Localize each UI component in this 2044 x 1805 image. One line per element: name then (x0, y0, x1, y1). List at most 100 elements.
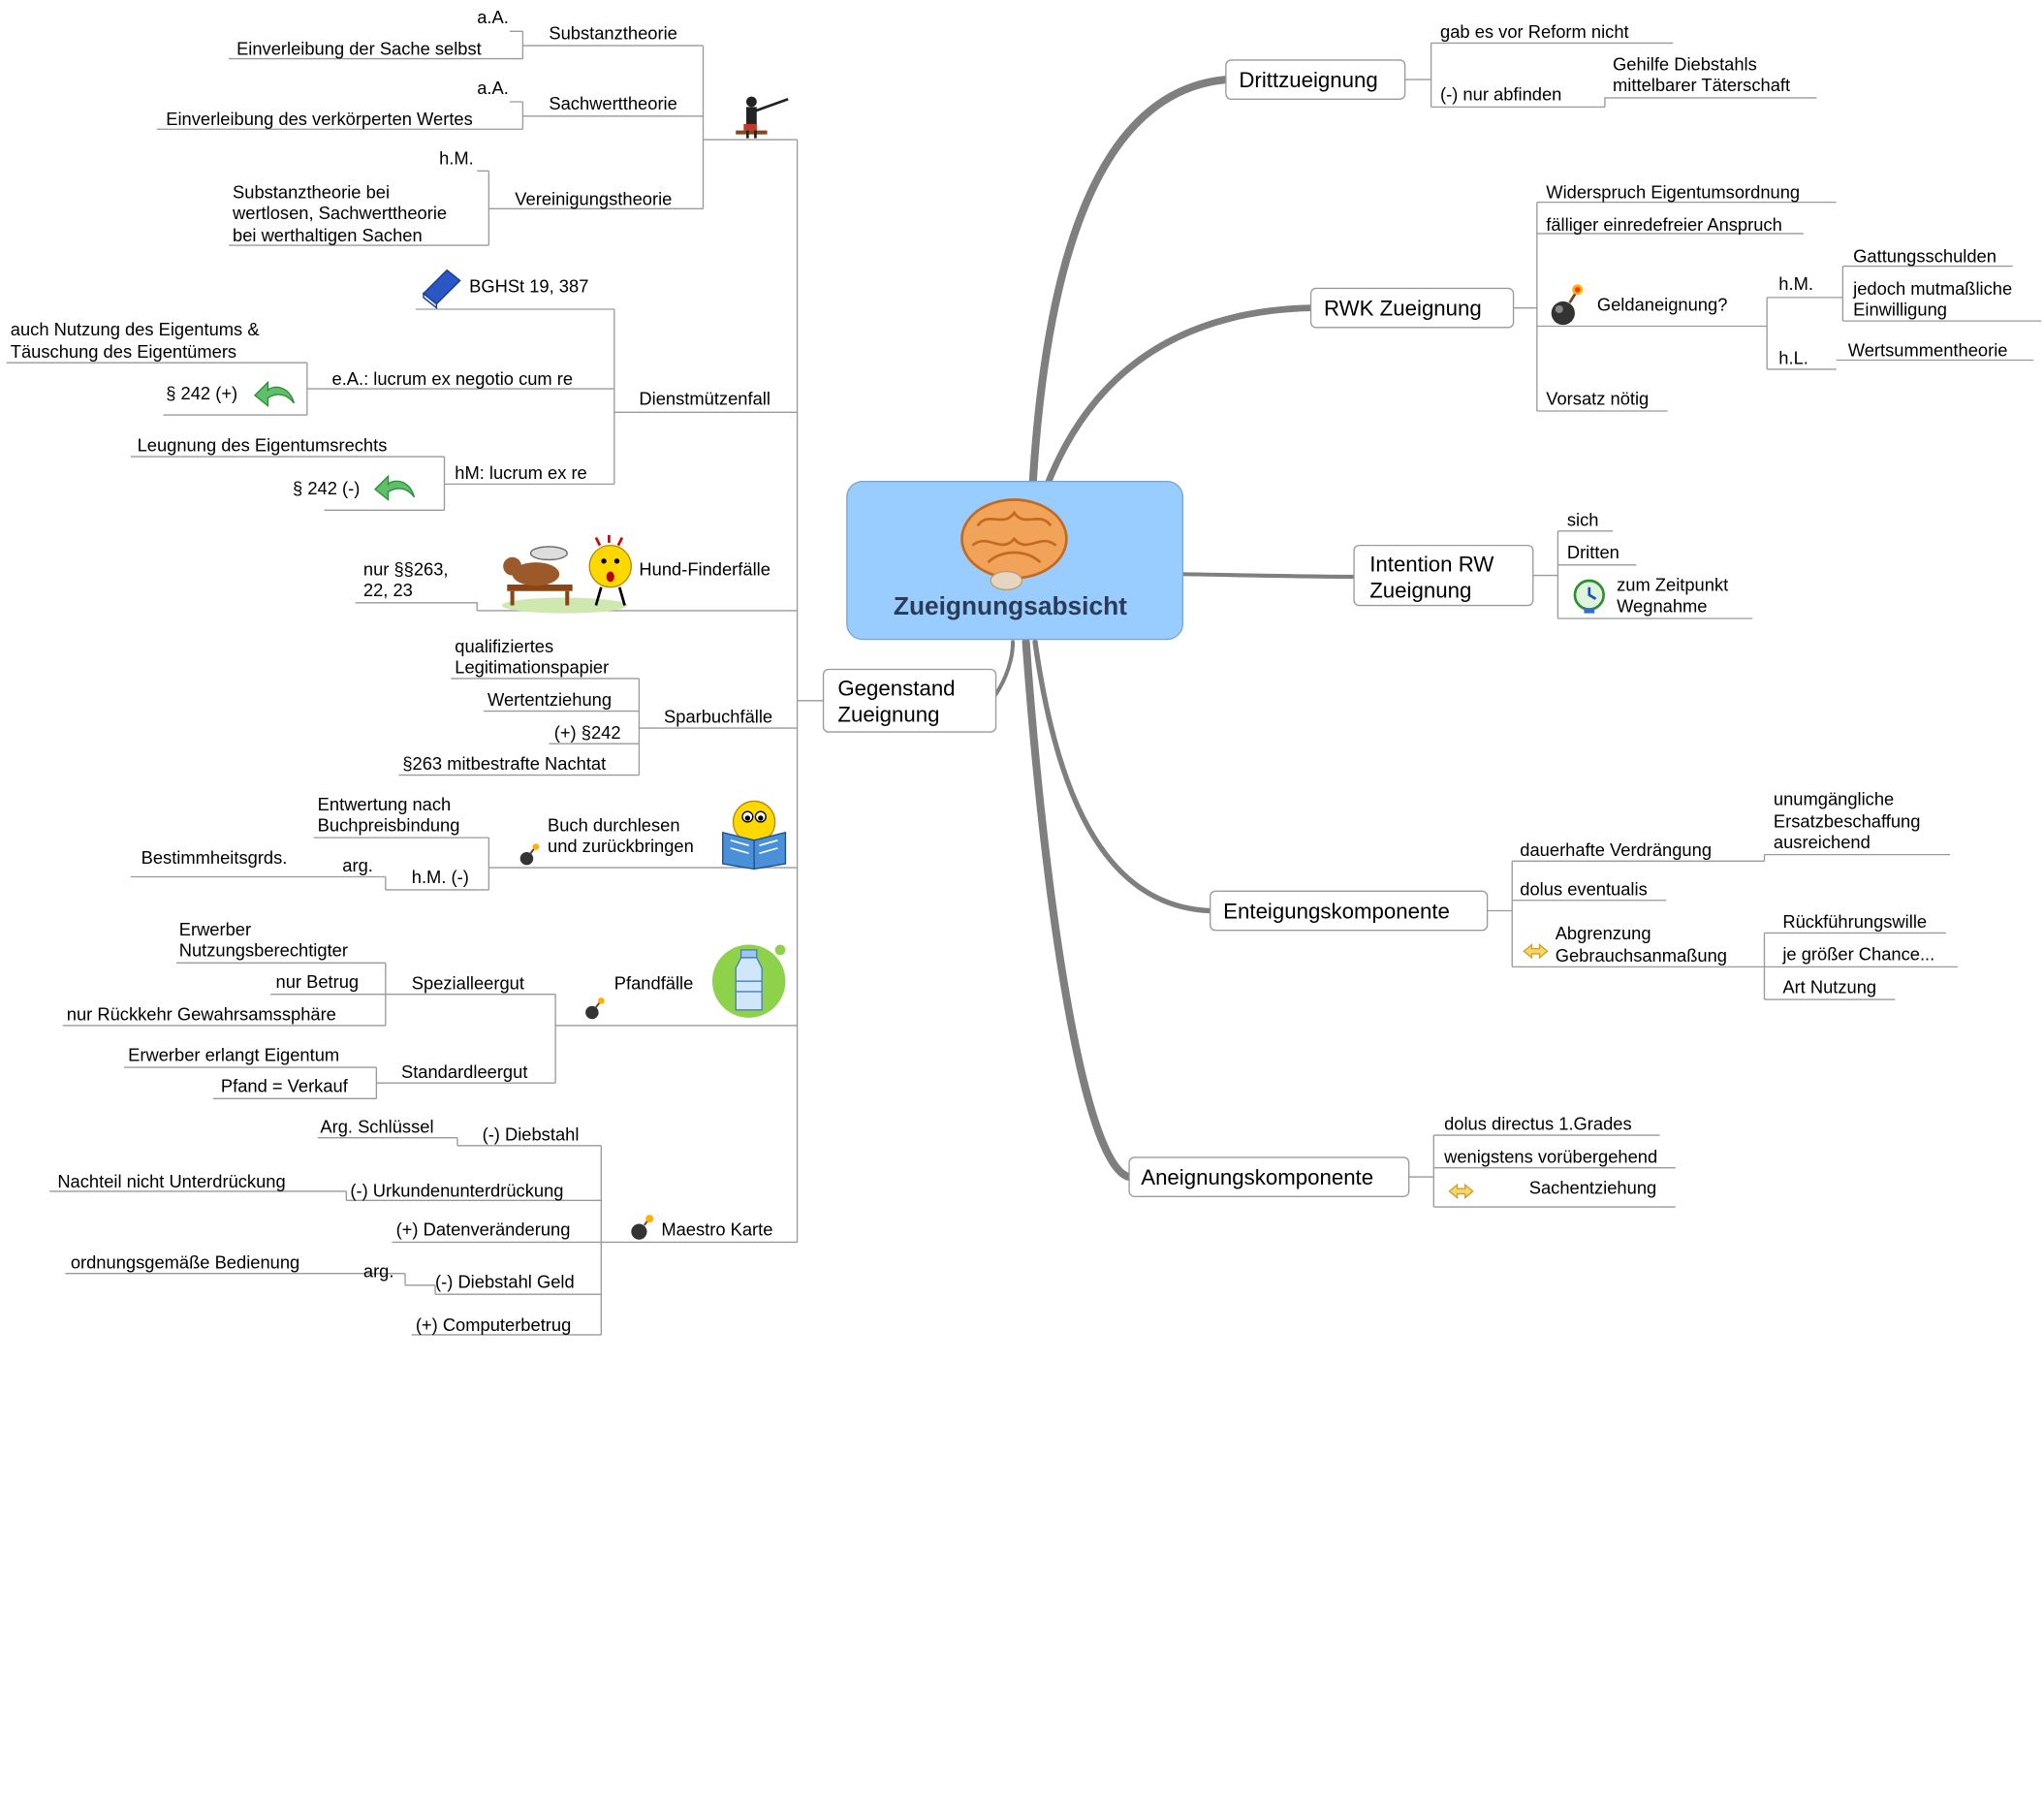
pfand-standard-item-1[interactable]: Pfand = Verkauf (221, 1076, 349, 1096)
dienst-ea-label[interactable]: e.A.: lucrum ex negotio cum re (332, 368, 574, 389)
rwk-hm-item-1-line-0[interactable]: jedoch mutmaßliche (1852, 278, 2012, 299)
pfand-spezial-item-0-line-1[interactable]: Nutzungsberechtigter (179, 940, 348, 961)
rwk-hm: h.M. (1778, 273, 1813, 294)
theorie-vereinigung-label[interactable]: Vereinigungstheorie (515, 188, 672, 208)
buch-hm[interactable]: h.M. (-) (412, 867, 469, 887)
maestro-item-2[interactable]: (+) Datenveränderung (396, 1219, 571, 1240)
maestro-item-3[interactable]: (-) Diebstahl Geld (435, 1272, 575, 1292)
theorie-sachwert-label[interactable]: Sachwerttheorie (549, 93, 676, 113)
pfand-spezial-item-2[interactable]: nur Rückkehr Gewahrsamssphäre (67, 1004, 336, 1025)
spar-label[interactable]: Sparbuchfälle (664, 707, 772, 727)
spar-item-3[interactable]: §263 mitbestrafte Nachtat (402, 753, 606, 774)
rwk-label: RWK Zueignung (1324, 297, 1482, 321)
dritt-item-0[interactable]: gab es vor Reform nicht (1440, 21, 1629, 42)
rwk-item-3[interactable]: Vorsatz nötig (1546, 388, 1649, 408)
buch-arg: arg. (342, 855, 373, 875)
main-branches (993, 76, 1357, 1182)
rwk-item-2[interactable]: Geldaneignung? (1597, 294, 1728, 314)
theorie-vereinigung-note: h.M. (439, 148, 474, 169)
hund-label[interactable]: Hund-Finderfälle (639, 559, 770, 580)
rwk-hm-item-1-line-1[interactable]: Einwilligung (1853, 300, 1947, 320)
intention-item-1[interactable]: Dritten (1567, 542, 1619, 562)
node-enteignungskomponente[interactable]: Enteigungskomponente (1210, 890, 1489, 932)
aneignung-connectors (1408, 1134, 1676, 1208)
theorie-vereinigung-leaf-line-2[interactable]: bei werthaltigen Sachen (233, 225, 423, 245)
enteig-item-2-line-0[interactable]: Abgrenzung (1556, 923, 1651, 943)
dienst-ea-note-line-1[interactable]: Täuschung des Eigentümers (11, 341, 236, 362)
rwk-hl-item[interactable]: Wertsummentheorie (1848, 339, 2008, 360)
pfand-connectors (62, 962, 798, 1100)
dienst-book-label[interactable]: BGHSt 19, 387 (469, 276, 588, 297)
pfand-spezial-label[interactable]: Spezialleergut (412, 972, 524, 993)
enteig-item-0[interactable]: dauerhafte Verdrängung (1520, 839, 1712, 860)
pfand-spezial-item-1[interactable]: nur Betrug (276, 971, 360, 992)
maestro-item-3-note: arg. (363, 1261, 394, 1282)
aneig-item-0[interactable]: dolus directus 1.Grades (1444, 1114, 1632, 1134)
dienst-hm-note[interactable]: Leugnung des Eigentumsrechts (138, 435, 388, 456)
intention-item-2-line-1[interactable]: Wegnahme (1617, 595, 1707, 616)
theorie-substanz-label[interactable]: Substanztheorie (549, 22, 676, 43)
hund-leaf-line-1[interactable]: 22, 23 (363, 580, 413, 600)
maestro-item-0-note[interactable]: Arg. Schlüssel (320, 1116, 433, 1136)
enteig-item-2-line-1[interactable]: Gebrauchsanmaßung (1556, 945, 1727, 966)
node-gegenstand-zueignung[interactable]: Gegenstand Zueignung (822, 668, 997, 733)
maestro-item-1-note[interactable]: Nachteil nicht Unterdrückung (57, 1171, 285, 1191)
spar-connectors (398, 678, 798, 776)
pfand-label[interactable]: Pfandfälle (614, 972, 694, 993)
theorie-vereinigung-leaf-line-1[interactable]: wertlosen, Sachwerttheorie (232, 203, 447, 223)
spar-item-0-line-0[interactable]: qualifiziertes (455, 636, 553, 656)
buch-arg-leaf[interactable]: Bestimmheitsgrds. (142, 847, 288, 868)
rwk-item-1[interactable]: fälliger einredefreier Anspruch (1546, 214, 1782, 235)
enteig-item-1[interactable]: dolus eventualis (1520, 878, 1647, 899)
bottle-icon (711, 944, 786, 1018)
aneig-item-1[interactable]: wenigstens vorübergehend (1443, 1146, 1657, 1166)
buch-leaf1-line-1[interactable]: Buchpreisbindung (318, 814, 460, 835)
dienst-ea-note-line-0[interactable]: auch Nutzung des Eigentums & (11, 319, 260, 339)
enteig-verd-leaf-line-1[interactable]: Ersatzbeschaffung (1774, 810, 1920, 831)
intention-label-line-1: Zueignung (1369, 578, 1471, 602)
node-drittzueignung[interactable]: Drittzueignung (1225, 59, 1406, 100)
enteig-abgr-item-0[interactable]: Rückführungswille (1782, 911, 1927, 932)
root-node[interactable]: Zueignungsabsicht (846, 481, 1184, 641)
buch-label-line-0[interactable]: Buch durchlesen (548, 814, 680, 835)
pfand-standard-item-0[interactable]: Erwerber erlangt Eigentum (128, 1044, 339, 1064)
maestro-item-0[interactable]: (-) Diebstahl (483, 1124, 580, 1144)
intention-item-0[interactable]: sich (1567, 509, 1599, 529)
theorie-substanz-leaf[interactable]: Einverleibung der Sache selbst (236, 39, 482, 59)
dritt-leaf-line-1[interactable]: mittelbarer Täterschaft (1613, 75, 1790, 95)
theorie-sachwert-leaf[interactable]: Einverleibung des verkörperten Wertes (166, 109, 473, 129)
rwk-item-0[interactable]: Widerspruch Eigentumsordnung (1546, 182, 1800, 203)
pfand-spezial-item-0-line-0[interactable]: Erwerber (179, 919, 251, 939)
dienst-connectors (6, 308, 798, 511)
hund-leaf-line-0[interactable]: nur §§263, (363, 559, 449, 580)
node-intention-rw[interactable]: Intention RW Zueignung (1353, 544, 1534, 607)
dienst-hm-result[interactable]: § 242 (-) (293, 478, 360, 498)
maestro-item-3-leaf[interactable]: ordnungsgemäße Bedienung (71, 1251, 299, 1272)
buch-label-line-1[interactable]: und zurückbringen (548, 836, 694, 856)
maestro-item-1[interactable]: (-) Urkundenunterdrückung (350, 1180, 563, 1200)
double-arrow-icon (1448, 1183, 1474, 1200)
spar-item-0-line-1[interactable]: Legitimationspapier (455, 657, 609, 678)
enteig-abgr-item-1[interactable]: je größer Chance... (1781, 944, 1934, 965)
buch-leaf1-line-0[interactable]: Entwertung nach (318, 794, 452, 814)
spar-item-1[interactable]: Wertentziehung (487, 689, 612, 710)
intention-item-2-line-0[interactable]: zum Zeitpunkt (1617, 575, 1728, 595)
dritt-item-1[interactable]: (-) nur abfinden (1440, 84, 1561, 105)
maestro-label[interactable]: Maestro Karte (661, 1219, 772, 1240)
rwk-hm-item-0[interactable]: Gattungsschulden (1853, 246, 1997, 267)
enteig-verd-leaf-line-2[interactable]: ausreichend (1774, 832, 1871, 852)
dienst-ea-result[interactable]: § 242 (+) (166, 383, 237, 403)
intention-label-line-0: Intention RW (1369, 553, 1494, 577)
enteig-abgr-item-2[interactable]: Art Nutzung (1782, 976, 1876, 997)
maestro-item-4[interactable]: (+) Computerbetrug (416, 1314, 571, 1335)
dienst-hm-label[interactable]: hM: lucrum ex re (455, 462, 587, 483)
pfand-standard-label[interactable]: Standardleergut (401, 1061, 527, 1082)
node-aneignungskomponente[interactable]: Aneignungskomponente (1128, 1156, 1410, 1197)
node-rwk-zueignung[interactable]: RWK Zueignung (1309, 287, 1515, 329)
dritt-leaf-line-0[interactable]: Gehilfe Diebstahls (1613, 54, 1757, 75)
aneig-item-2[interactable]: Sachentziehung (1529, 1178, 1656, 1198)
theorie-vereinigung-leaf-line-0[interactable]: Substanztheorie bei (233, 182, 390, 203)
enteig-verd-leaf-line-0[interactable]: unumgängliche (1774, 788, 1894, 808)
dienst-label[interactable]: Dienstmützenfall (639, 388, 770, 408)
spar-item-2[interactable]: (+) §242 (554, 722, 621, 743)
